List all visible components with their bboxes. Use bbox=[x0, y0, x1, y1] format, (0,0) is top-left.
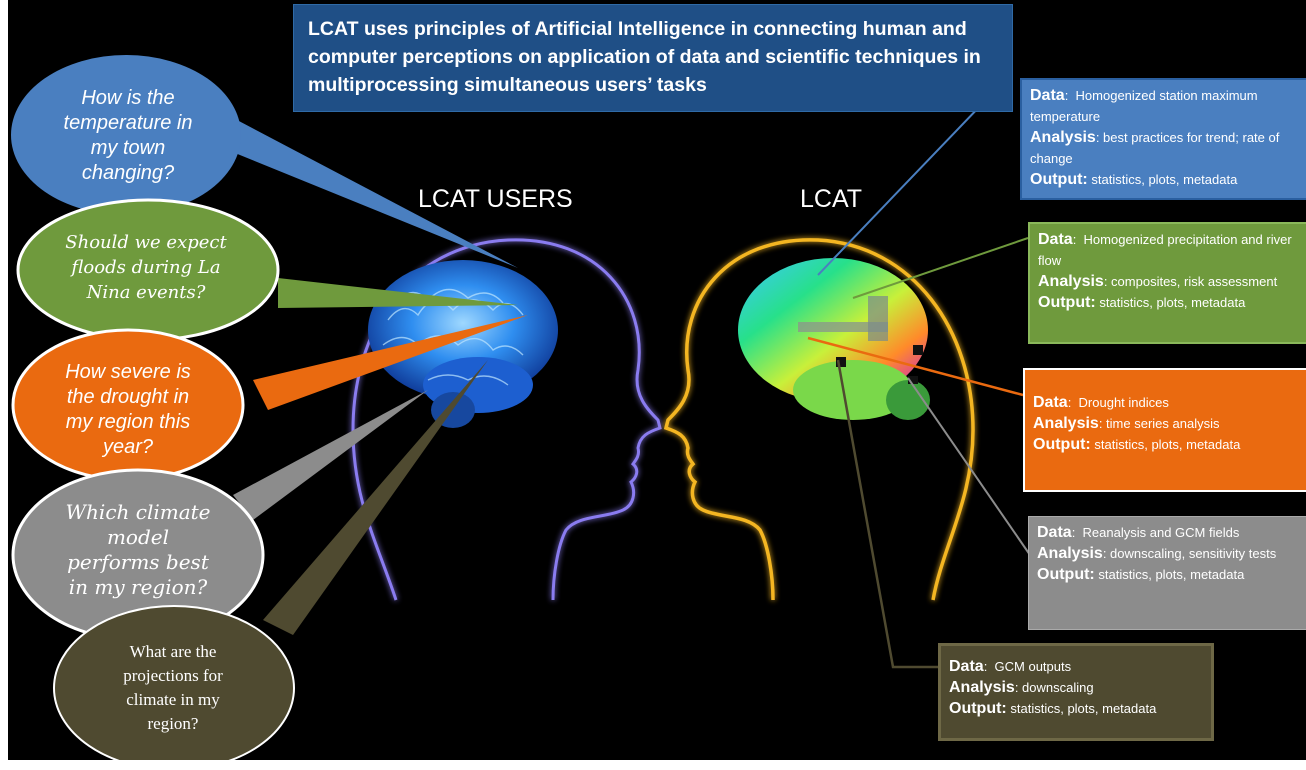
connector-floods bbox=[852, 237, 1029, 299]
analysis-label: Analysis bbox=[1037, 545, 1103, 562]
output-label: Output: bbox=[949, 700, 1007, 717]
info-box-gcm: Data: GCM outputs Analysis: downscaling … bbox=[938, 643, 1214, 741]
data-label: Data bbox=[1033, 394, 1068, 411]
info-box-temperature: Data: Homogenized station maximum temper… bbox=[1020, 78, 1306, 200]
question-floods: Should we expect floods during La Nina e… bbox=[65, 232, 227, 303]
info-box-floods: Data: Homogenized precipitation and rive… bbox=[1028, 222, 1306, 344]
title-banner-text: LCAT uses principles of Artificial Intel… bbox=[308, 18, 981, 96]
output-label: Output: bbox=[1030, 171, 1088, 188]
connector-reanalysis bbox=[907, 377, 1031, 556]
output-label: Output: bbox=[1037, 566, 1095, 583]
question-temperature: How is the temperature in my town changi… bbox=[63, 87, 193, 184]
pointer-drought bbox=[253, 315, 528, 410]
analysis-value: downscaling bbox=[1022, 680, 1094, 695]
data-value: Drought indices bbox=[1078, 395, 1169, 410]
diagram-stage: LCAT uses principles of Artificial Intel… bbox=[8, 0, 1306, 760]
output-value: statistics, plots, metadata bbox=[1099, 295, 1246, 310]
analysis-value: downscaling, sensitivity tests bbox=[1110, 546, 1277, 561]
analysis-value: time series analysis bbox=[1106, 416, 1220, 431]
analysis-label: Analysis bbox=[1038, 273, 1104, 290]
users-heading: LCAT USERS bbox=[418, 185, 573, 213]
pointer-projections bbox=[263, 360, 488, 635]
lcat-heading: LCAT bbox=[800, 185, 863, 213]
output-value: statistics, plots, metadata bbox=[1098, 567, 1245, 582]
analysis-label: Analysis bbox=[1030, 129, 1096, 146]
question-bubble-projections bbox=[53, 605, 295, 760]
output-label: Output: bbox=[1033, 436, 1091, 453]
question-bubble-temperature bbox=[11, 55, 241, 215]
output-value: statistics, plots, metadata bbox=[1094, 437, 1241, 452]
data-value: Homogenized precipitation and river flow bbox=[1038, 232, 1292, 268]
question-projections: What are the projections for climate in … bbox=[123, 642, 223, 733]
data-value: Homogenized station maximum temperature bbox=[1030, 88, 1258, 124]
connector-temperature bbox=[817, 102, 984, 276]
user-brain-image bbox=[368, 260, 558, 428]
info-box-drought: Data: Drought indices Analysis: time ser… bbox=[1023, 368, 1306, 492]
data-value: GCM outputs bbox=[994, 659, 1072, 674]
info-box-reanalysis: Data: Reanalysis and GCM fields Analysis… bbox=[1028, 516, 1306, 630]
pointer-temperature bbox=[203, 110, 518, 268]
pointer-floods bbox=[278, 278, 518, 308]
title-banner: LCAT uses principles of Artificial Intel… bbox=[293, 4, 1013, 112]
connector-gcm bbox=[836, 359, 938, 669]
connector-drought bbox=[807, 336, 1024, 397]
analysis-value: best practices for trend; rate of change bbox=[1030, 130, 1280, 166]
output-label: Output: bbox=[1038, 294, 1096, 311]
data-label: Data bbox=[1030, 87, 1065, 104]
output-value: statistics, plots, metadata bbox=[1010, 701, 1157, 716]
question-model: Which climate model performs best in my … bbox=[65, 500, 211, 599]
output-value: statistics, plots, metadata bbox=[1091, 172, 1238, 187]
lcat-brain-image bbox=[738, 258, 930, 420]
pointer-model bbox=[233, 390, 428, 520]
diagram-graphics bbox=[11, 55, 1031, 760]
lcat-head-outline bbox=[663, 238, 975, 601]
analysis-label: Analysis bbox=[1033, 415, 1099, 432]
data-label: Data bbox=[949, 658, 984, 675]
analysis-label: Analysis bbox=[949, 679, 1015, 696]
data-label: Data bbox=[1038, 231, 1073, 248]
analysis-value: composites, risk assessment bbox=[1111, 274, 1278, 289]
data-value: Reanalysis and GCM fields bbox=[1082, 525, 1240, 540]
data-label: Data bbox=[1037, 524, 1072, 541]
question-drought: How severe is the drought in my region t… bbox=[65, 361, 191, 458]
